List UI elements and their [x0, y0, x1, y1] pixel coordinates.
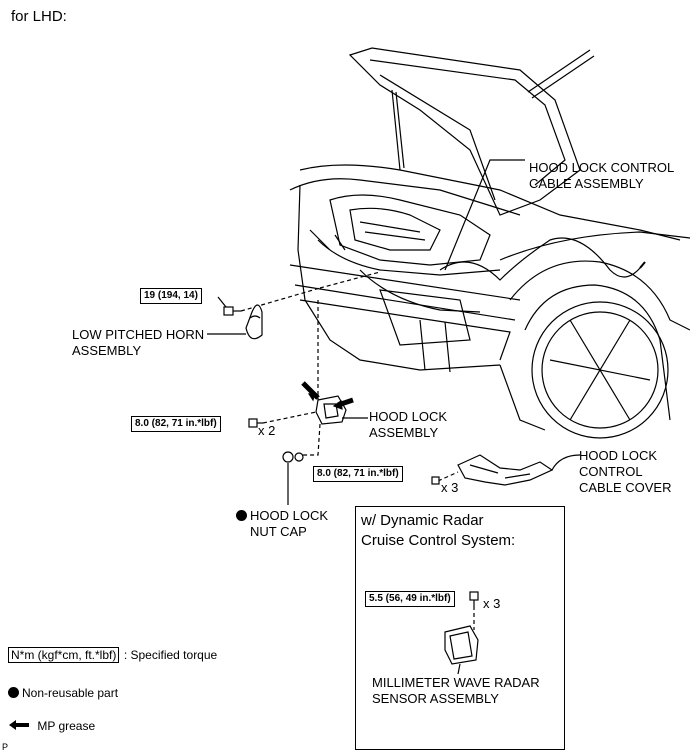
hood-lock-nut-cap-label: HOOD LOCK NUT CAP: [236, 508, 328, 540]
cable-cover-clip-icon: [431, 476, 440, 485]
radar-label-line2: SENSOR ASSEMBLY: [372, 691, 499, 706]
legend-grease-arrow-icon: [9, 720, 29, 730]
hood-lock-control-cable: [439, 237, 641, 281]
nut-cap-label-line1: HOOD LOCK: [236, 508, 328, 524]
nut-cap-icon: [282, 451, 294, 463]
open-hood: [348, 47, 595, 216]
nut-cap-label-line2: NUT CAP: [250, 524, 307, 539]
cover-label-line3: CABLE COVER: [579, 480, 672, 495]
hood-lock-control-cable-label: HOOD LOCK CONTROL CABLE ASSEMBLY: [529, 160, 674, 192]
inset-title-line2: Cruise Control System:: [361, 532, 516, 549]
low-pitched-horn-icon: [245, 304, 263, 340]
hood-lock-assembly-label: HOOD LOCK ASSEMBLY: [369, 409, 447, 441]
cover-label-line2: CONTROL: [579, 464, 643, 479]
cable-leader-line: [444, 159, 525, 271]
legend-grease: MP grease: [8, 718, 95, 734]
fender-and-wheel: [499, 231, 690, 439]
cover-label-line1: HOOD LOCK: [579, 448, 658, 463]
hood-lock-control-cable-cover-label: HOOD LOCK CONTROL CABLE COVER: [579, 448, 671, 496]
hood-lock-label-line2: ASSEMBLY: [369, 425, 439, 440]
horn-label-line1: LOW PITCHED HORN: [72, 327, 205, 342]
horn-bolt-icon: [223, 306, 241, 316]
radar-bolt-quantity: x 3: [483, 596, 501, 611]
horn-label-line2: ASSEMBLY: [72, 343, 142, 358]
legend-non-reusable: Non-reusable part: [8, 686, 118, 701]
legend-non-reusable-text: Non-reusable part: [22, 686, 119, 700]
cable-label-line1: HOOD LOCK CONTROL: [529, 160, 675, 175]
hood-lock-bolt-torque-spec: 8.0 (82, 71 in.*lbf): [131, 416, 221, 432]
radar-torque-spec: 5.5 (56, 49 in.*lbf): [365, 591, 455, 607]
non-reusable-marker-icon: [236, 510, 247, 521]
legend-grease-text: MP grease: [37, 719, 96, 733]
dynamic-radar-inset: w/ Dynamic Radar Cruise Control System: …: [355, 506, 565, 750]
horn-torque-spec: 19 (194, 14): [140, 288, 202, 304]
legend-torque: N*m (kgf*cm, ft.*lbf) : Specified torque: [8, 646, 217, 664]
radar-bolt-icon: [469, 591, 479, 606]
cable-label-line2: CABLE ASSEMBLY: [529, 176, 644, 191]
hood-lock-nut-torque-spec: 8.0 (82, 71 in.*lbf): [313, 466, 403, 482]
nut-cap-label-line1-text: HOOD LOCK: [250, 508, 329, 523]
grease-arrow-icon: [301, 381, 320, 400]
legend-torque-desc: : Specified torque: [123, 648, 218, 662]
nut-icon: [294, 452, 304, 462]
legend-non-reusable-icon: [8, 687, 19, 698]
millimeter-wave-radar-sensor-icon: [444, 625, 479, 675]
cable-cover-clip-quantity: x 3: [441, 480, 459, 495]
millimeter-wave-radar-label: MILLIMETER WAVE RADAR SENSOR ASSEMBLY: [372, 675, 540, 707]
variant-title: for LHD:: [11, 8, 67, 25]
inset-title-line1: w/ Dynamic Radar: [361, 512, 484, 529]
cable-cover-leader: [551, 454, 581, 471]
radar-label-line1: MILLIMETER WAVE RADAR: [372, 675, 540, 690]
hood-lock-bolt-quantity: x 2: [258, 423, 276, 438]
legend-torque-box: N*m (kgf*cm, ft.*lbf): [8, 647, 120, 663]
inset-title: w/ Dynamic Radar Cruise Control System:: [361, 511, 515, 551]
footer-code: P: [2, 742, 9, 752]
hood-lock-bolt-icon: [248, 418, 263, 428]
hood-lock-label-line1: HOOD LOCK: [369, 409, 448, 424]
low-pitched-horn-label: LOW PITCHED HORN ASSEMBLY: [72, 327, 204, 359]
engine-bay: [289, 164, 681, 373]
hood-lock-control-cable-cover-icon: [457, 454, 554, 486]
